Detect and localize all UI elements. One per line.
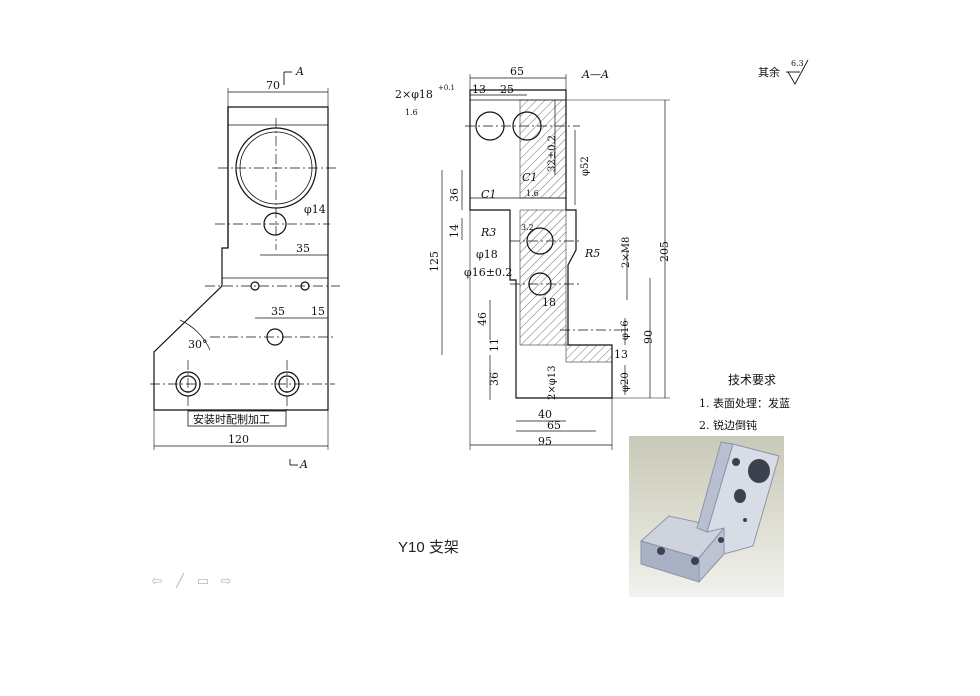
dim-c1-b: C1 bbox=[522, 171, 537, 184]
dim-25: 25 bbox=[500, 83, 514, 96]
next-arrow-icon[interactable]: ⇨ bbox=[220, 574, 232, 589]
tech-requirement-1: 1. 表面处理：发蓝 bbox=[699, 396, 790, 410]
prev-arrow-icon[interactable]: ⇦ bbox=[151, 574, 163, 589]
dim-r3: R3 bbox=[480, 226, 496, 239]
dim-95: 95 bbox=[538, 435, 552, 448]
dim-36-upper: 36 bbox=[448, 188, 461, 202]
dim-rough-1.6: 1.6 bbox=[526, 189, 539, 198]
dim-c1-a: C1 bbox=[481, 188, 496, 201]
dim-14: 14 bbox=[448, 224, 461, 238]
dim-40: 40 bbox=[538, 408, 552, 421]
section-marker-top: A bbox=[295, 65, 304, 78]
dim-90: 90 bbox=[642, 330, 655, 344]
3d-render-image bbox=[629, 436, 784, 597]
dim-phi52: φ52 bbox=[580, 156, 591, 176]
dim-holes-13: 2×φ13 bbox=[547, 366, 558, 400]
menu-icon[interactable]: ▭ bbox=[196, 574, 210, 589]
dim-15: 15 bbox=[311, 305, 325, 318]
front-note: 安装时配制加工 bbox=[193, 412, 270, 426]
dim-phi14: φ14 bbox=[304, 203, 326, 216]
3d-bracket-model bbox=[639, 441, 780, 584]
dim-36-lower: 36 bbox=[488, 372, 501, 386]
dim-rough-3.2: 3.2 bbox=[521, 223, 534, 232]
dim-125: 125 bbox=[428, 251, 441, 272]
dim-holes-top: 2×φ18 bbox=[395, 88, 433, 101]
dim-120: 120 bbox=[228, 433, 249, 446]
slide-navigation: ⇦ ╱ ▭ ⇨ bbox=[150, 574, 233, 589]
dim-13: 13 bbox=[472, 83, 486, 96]
dim-r5: R5 bbox=[584, 247, 600, 260]
dim-phi16: φ16 bbox=[620, 320, 631, 340]
dim-35-upper: 35 bbox=[296, 242, 310, 255]
dim-65-top: 65 bbox=[510, 65, 524, 78]
remaining-roughness-label: 其余 bbox=[758, 65, 780, 79]
tech-requirement-2: 2. 锐边倒钝 bbox=[699, 418, 757, 432]
dim-phi20: φ20 bbox=[620, 372, 631, 392]
dim-phi16-tol: φ16±0.2 bbox=[464, 266, 512, 279]
dim-holes-rough: 1.6 bbox=[405, 108, 418, 117]
dim-205: 205 bbox=[658, 241, 671, 262]
pen-icon[interactable]: ╱ bbox=[176, 574, 184, 589]
dim-65-bottom: 65 bbox=[547, 419, 561, 432]
dim-angle-30: 30° bbox=[188, 338, 208, 351]
dim-46: 46 bbox=[476, 312, 489, 326]
dim-m8: 2×M8 bbox=[621, 237, 632, 268]
dim-holes-tol: +0.1 bbox=[438, 84, 455, 92]
section-marker-bottom: A bbox=[299, 458, 308, 471]
tech-requirements-heading: 技术要求 bbox=[728, 373, 776, 387]
figure-caption: Y10 支架 bbox=[398, 539, 459, 556]
dim-35-lower: 35 bbox=[271, 305, 285, 318]
dim-18: 18 bbox=[542, 296, 556, 309]
dim-70: 70 bbox=[266, 79, 280, 92]
remaining-roughness-value: 6.3 bbox=[791, 59, 804, 68]
dim-13-lower: 13 bbox=[614, 348, 628, 361]
front-note-box bbox=[187, 410, 287, 427]
dim-11: 11 bbox=[488, 338, 501, 352]
dim-phi18: φ18 bbox=[476, 248, 498, 261]
section-label: A—A bbox=[581, 68, 609, 81]
front-view-outline bbox=[153, 106, 329, 411]
dim-32: 32±0.2 bbox=[547, 135, 558, 172]
